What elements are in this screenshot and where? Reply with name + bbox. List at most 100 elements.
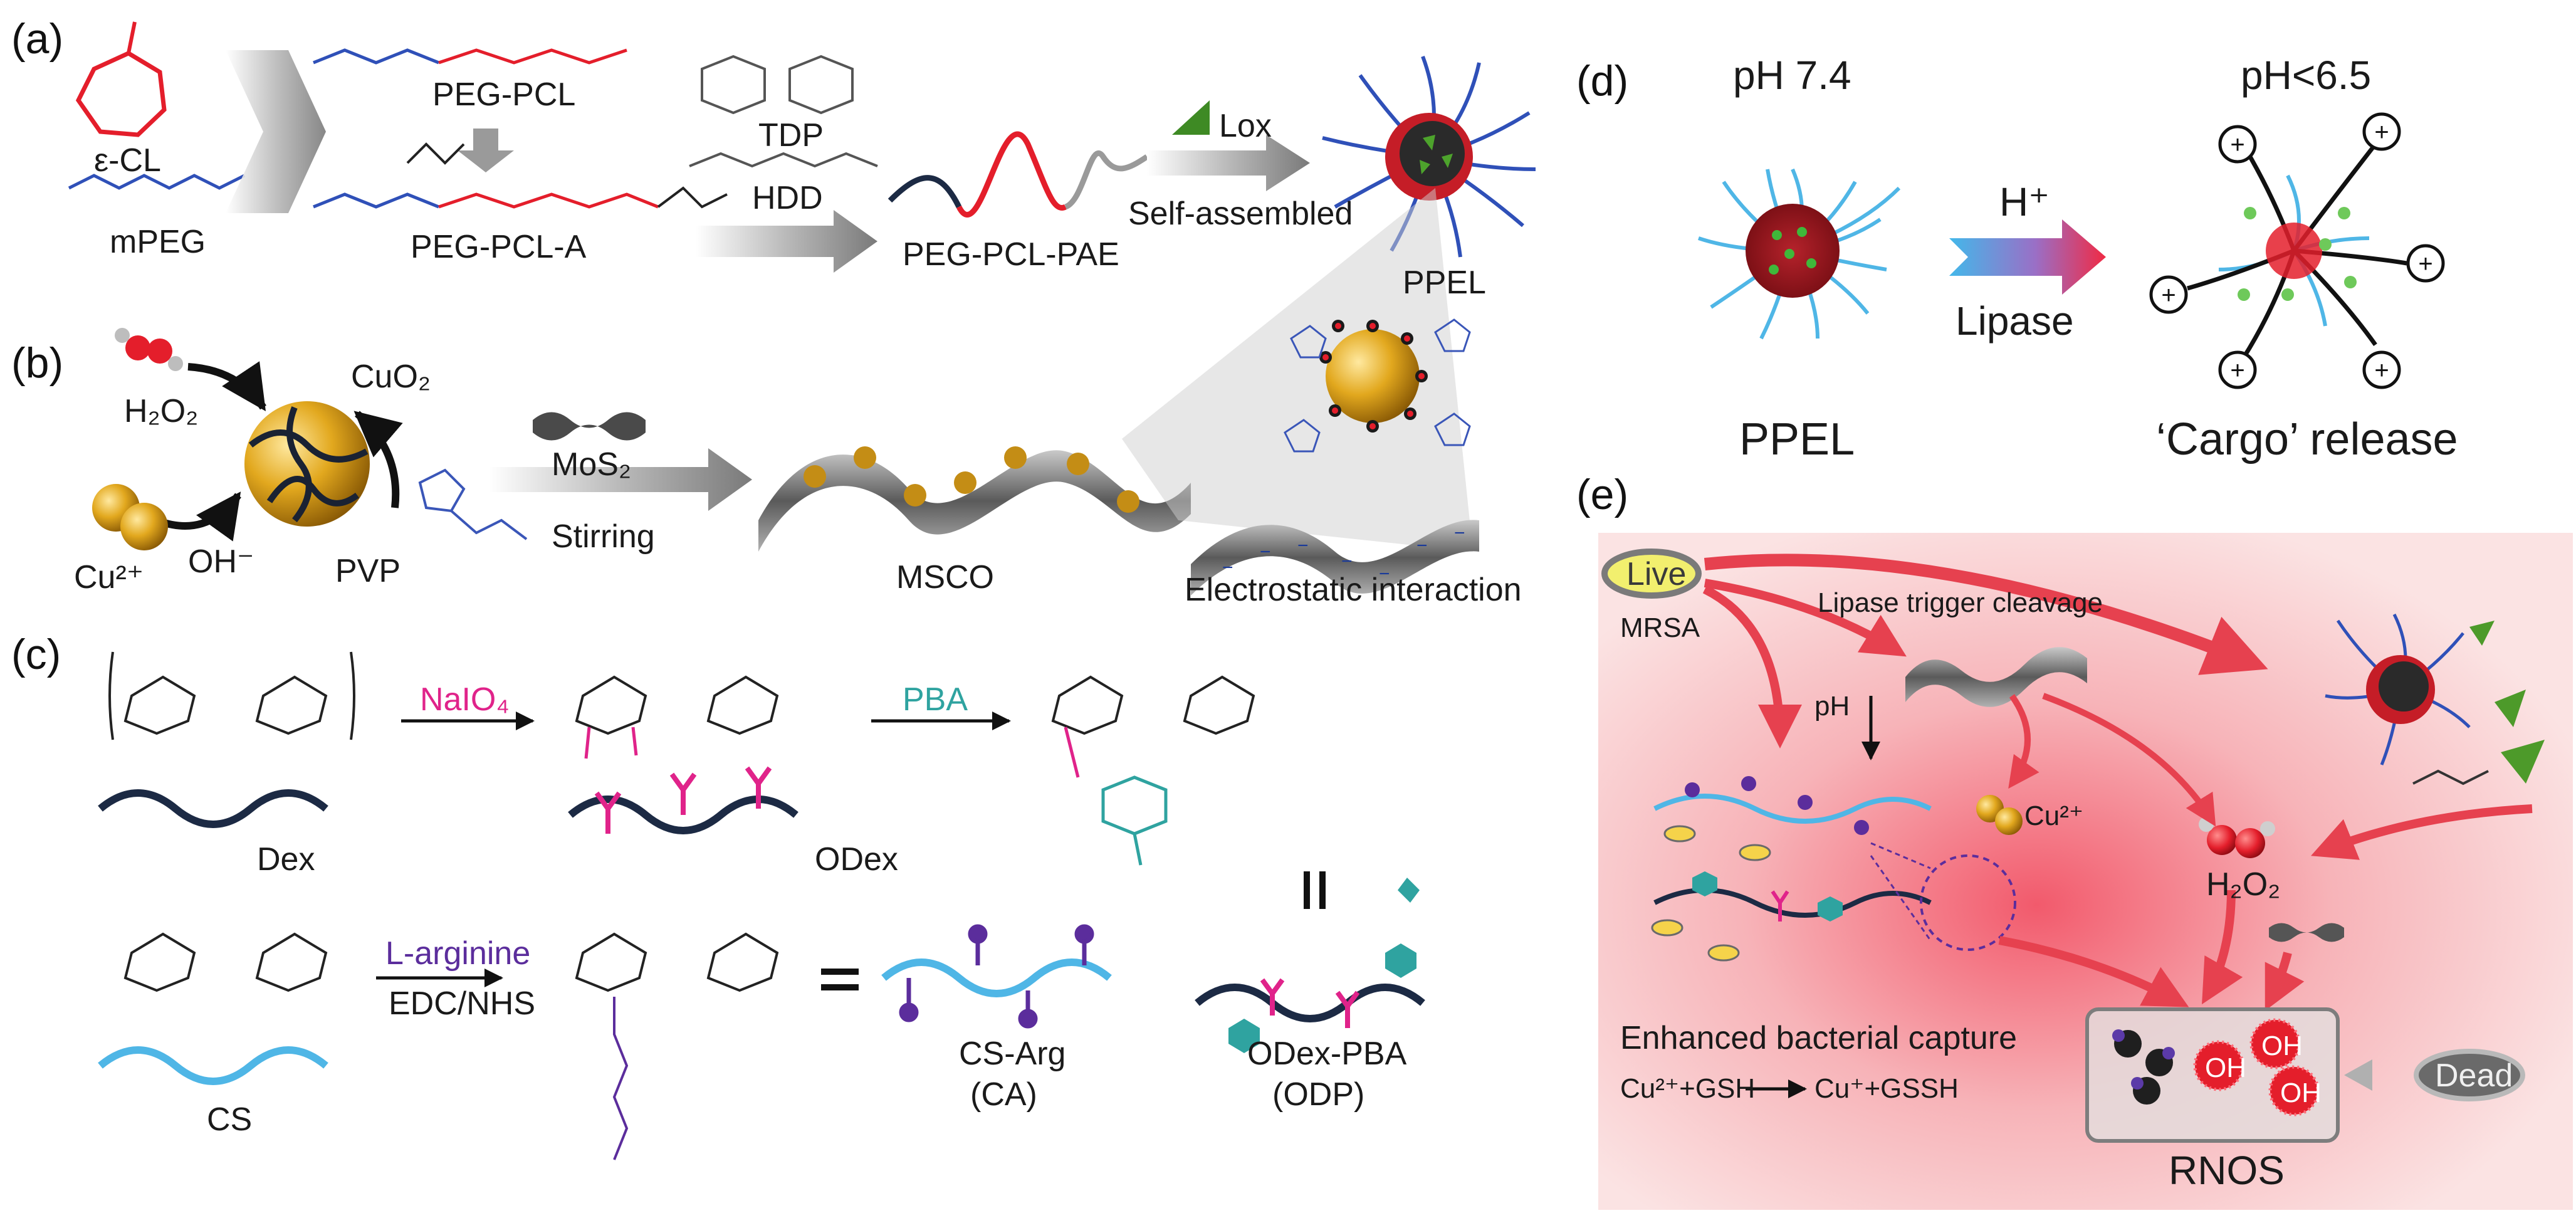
mpeg-label: mPEG (110, 224, 206, 260)
cu2-label-e: Cu²⁺ (2024, 801, 2084, 831)
rnos-label: RNOS (2169, 1148, 2285, 1193)
oh-label: OH⁻ (188, 543, 254, 580)
cs-wave (98, 1046, 328, 1085)
oh-label-1: OH (2205, 1053, 2246, 1083)
odp-wave (1195, 984, 1425, 1022)
live-label: Live (1626, 556, 1687, 592)
svg-text:−: − (1341, 551, 1353, 572)
lipase-trigger-label: Lipase trigger cleavage (1818, 587, 2103, 618)
arrow-to-cleavage (1704, 579, 1907, 657)
ph74-label: pH 7.4 (1733, 53, 1851, 98)
cs-arg-label: CS-Arg (959, 1036, 1066, 1072)
panel-b: − − − − − − − (92, 188, 1479, 596)
arrow-to-lox (1704, 554, 2268, 675)
msco-label: MSCO (896, 559, 994, 596)
panel-a-label: (a) (11, 15, 64, 63)
svg-text:+: + (2230, 357, 2244, 384)
svg-text:−: − (1260, 542, 1271, 562)
mrsa-label: MRSA (1620, 612, 1700, 643)
ph-label-e: pH (1814, 691, 1850, 722)
tdp-label: TDP (758, 117, 824, 154)
panel-c (98, 651, 1425, 1160)
panel-a (68, 21, 1536, 273)
cuo2-particle (244, 401, 370, 527)
hdd-label: HDD (752, 180, 823, 216)
stirring-label: Stirring (552, 518, 655, 555)
naio4-label: NaIO₄ (420, 681, 510, 718)
arrow-cleavage-to-cu (2008, 694, 2039, 789)
arrow-capture-to-rnos (1998, 936, 2189, 1007)
self-assembled-label: Self-assembled (1128, 196, 1353, 232)
svg-text:−: − (1454, 523, 1465, 543)
peg-pcl-a-label: PEG-PCL-A (411, 229, 587, 265)
peg-pcl-pae-wave (887, 175, 962, 209)
arrow-cu-in (155, 491, 241, 542)
svg-text:−: − (1297, 535, 1309, 556)
panel-e (1598, 533, 2573, 1210)
hplus-label: H⁺ (1999, 179, 2050, 224)
cs-label: CS (207, 1101, 253, 1138)
panel-d-label: (d) (1576, 57, 1629, 105)
panel-b-label: (b) (11, 339, 64, 387)
lox-triangle (1172, 100, 1210, 135)
svg-text:+: + (2230, 131, 2244, 159)
reaction-right-label: Cu⁺+GSSH (1814, 1073, 1959, 1104)
arrow-self-assembled (1147, 135, 1310, 191)
arrow-cleavage-to-h2o2 (2042, 693, 2216, 827)
arrow-pvp-in (353, 411, 403, 508)
oh-label-3: OH (2280, 1078, 2322, 1108)
cuo2-label: CuO₂ (351, 359, 431, 395)
live-mrsa-cell (1601, 549, 1702, 599)
svg-text:−: − (1379, 564, 1390, 584)
msco-sheet (758, 450, 1191, 552)
arrow-sheet-to-rnos (2264, 952, 2305, 1011)
h2o2-label-e: H₂O₂ (2206, 866, 2281, 903)
electrostatic-label: Electrostatic interaction (1185, 572, 1522, 608)
pba-label: PBA (903, 681, 968, 718)
ph65-label: pH<6.5 (2241, 53, 2372, 98)
panel-d: + + + + + + (1698, 112, 2445, 389)
svg-text:+: + (2374, 357, 2389, 384)
reaction-left-label: Cu²⁺+GSH (1620, 1073, 1756, 1104)
arrow-h2o2-in (187, 361, 266, 411)
chevron-arrow (226, 50, 326, 213)
dex-label: Dex (257, 841, 315, 878)
arrow-to-pae (696, 210, 877, 273)
cs-arg-wave (881, 958, 1112, 997)
svg-text:−: − (1416, 535, 1428, 556)
dead-cell (2414, 1049, 2525, 1101)
svg-text:+: + (2161, 281, 2175, 309)
panel-c-label: (c) (11, 631, 61, 678)
dex-wave (98, 789, 328, 828)
ppel-label-a: PPEL (1403, 265, 1486, 301)
peg-pcl-a-chain (313, 192, 439, 209)
edc-nhs-label: EDC/NHS (389, 985, 536, 1022)
lipase-label: Lipase (1956, 298, 2074, 344)
svg-text:+: + (2374, 118, 2389, 146)
ecl-label: ε-CL (94, 142, 161, 179)
odex-pba-label: ODex-PBA (1247, 1036, 1407, 1072)
enhanced-capture-label: Enhanced bacterial capture (1620, 1020, 2018, 1056)
h2o2-label-b: H₂O₂ (124, 393, 199, 429)
mpeg-chain (68, 174, 246, 190)
peg-pcl-label: PEG-PCL (432, 76, 576, 113)
arrow-hplus (1949, 219, 2106, 295)
svg-text:−: − (1222, 557, 1233, 578)
peg-pcl-chain (313, 48, 439, 65)
odp-label: (ODP) (1272, 1076, 1365, 1113)
cargo-label: ‘Cargo’ release (2156, 414, 2458, 465)
ecl-ring (75, 51, 167, 137)
guanidine-zoom (1920, 854, 2016, 951)
mos2-label: MoS₂ (552, 446, 632, 483)
dead-label: Dead (2435, 1058, 2513, 1094)
cargo-micelle: + + + + + + (2149, 112, 2445, 389)
pvp-label: PVP (335, 553, 401, 589)
down-arrow-a (458, 129, 514, 172)
cu2-label-b: Cu²⁺ (74, 559, 144, 596)
arrow-to-capture (1702, 585, 1802, 748)
ppel-label-d: PPEL (1739, 414, 1855, 465)
svg-text:+: + (2418, 250, 2432, 278)
mos2-sheet-small (533, 412, 646, 441)
ca-label: (CA) (970, 1076, 1037, 1113)
